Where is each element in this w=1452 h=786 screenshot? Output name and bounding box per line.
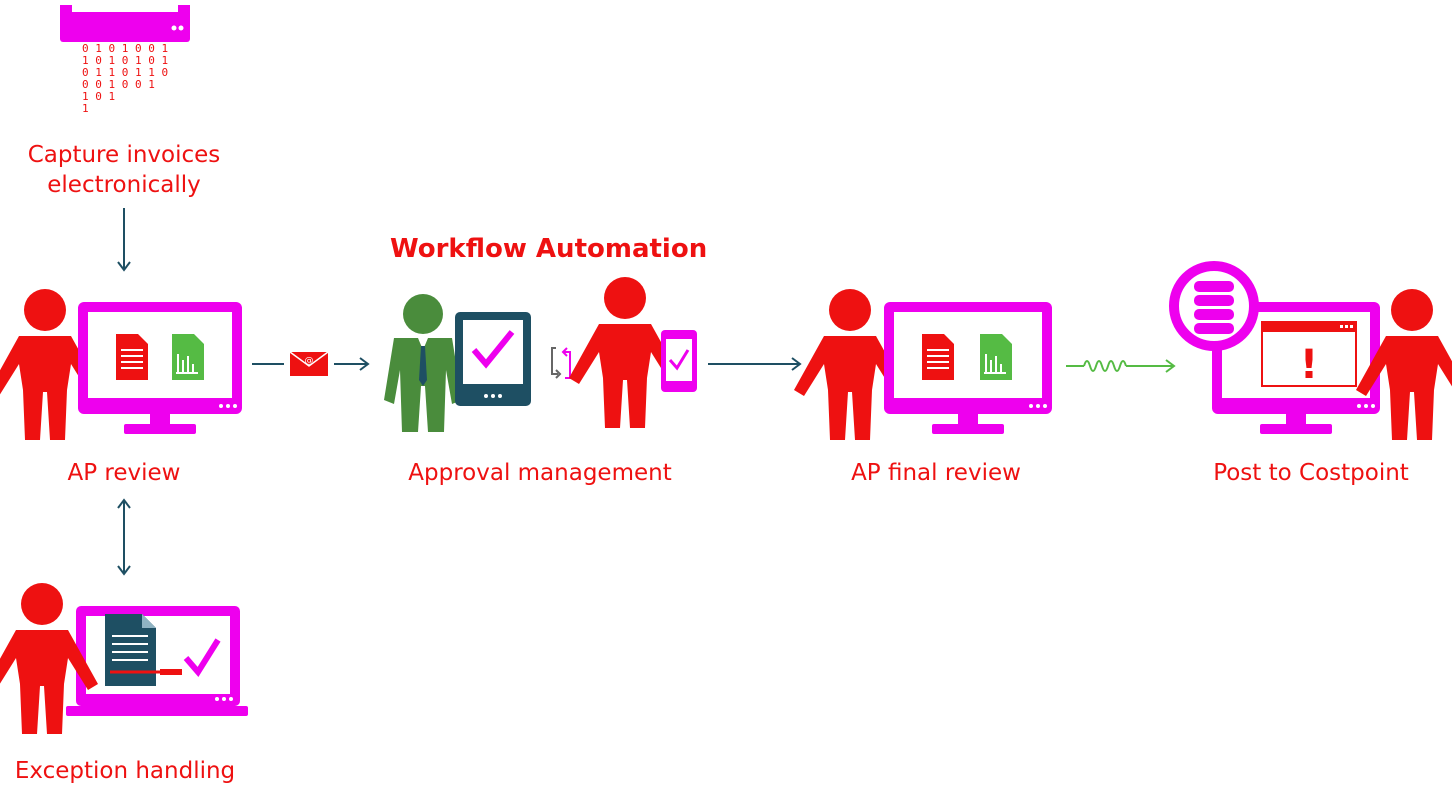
spreadsheet-icon [172,334,204,380]
binary-row: 1 0 1 0 1 0 1 [82,54,168,67]
binary-row: 1 [82,102,89,115]
arrow-icon [117,208,131,272]
workflow-title: Workflow Automation [390,234,708,264]
binary-row: 0 0 1 0 0 1 [82,78,155,91]
email-icon: @ [289,351,329,376]
exception-label: Exception handling [14,758,236,784]
capture-label: Capture invoices electronically [24,140,224,200]
binary-row: 0 1 0 1 0 0 1 [82,42,168,55]
monitor-icon [78,302,242,434]
binary-row: 0 1 1 0 1 1 0 [82,66,168,79]
document-icon [105,614,182,686]
final-review-label: AP final review [851,460,1021,486]
checkmark-icon [668,349,690,371]
alert-glyph: ! [1300,342,1318,388]
binary-row: 1 0 1 [82,90,115,103]
approval-label: Approval management [408,460,672,486]
checkmark-icon [471,330,515,369]
laptop-icon [66,606,248,716]
sync-icon [551,347,571,379]
monitor-icon [884,302,1052,434]
post-label: Post to Costpoint [1213,460,1409,486]
person-icon [384,294,462,432]
capture-label-line1: Capture invoices [27,142,221,168]
alert-window-icon: ! [1261,321,1357,388]
capture-label-line2: electronically [47,172,201,198]
ap-review-label: AP review [67,460,181,486]
document-icon [116,334,148,380]
tablet-icon [455,312,531,406]
email-glyph: @ [305,356,314,366]
checkmark-icon [183,638,221,678]
arrow-icon [708,357,802,371]
document-icon [922,334,954,380]
arrow-icon [117,498,131,576]
scanner-icon [60,5,190,42]
arrow-icon [252,357,370,371]
spreadsheet-icon [980,334,1012,380]
signal-wave-icon [1066,359,1176,373]
database-icon [1169,261,1259,351]
phone-icon [661,330,697,392]
binary-stream: 0 1 0 1 0 0 1 1 0 1 0 1 0 1 0 1 1 0 1 1 … [82,42,168,115]
